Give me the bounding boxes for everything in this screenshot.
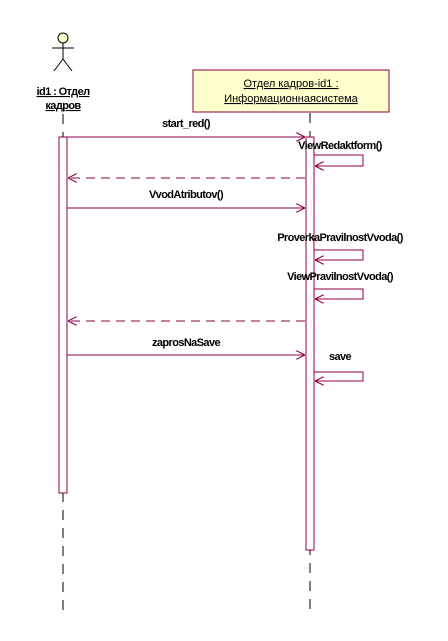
self-message-arrow-view-redaktform[interactable]: [314, 154, 364, 166]
message-label-zapros-na-save: zaprosNaSave: [152, 337, 220, 349]
actor-activation-bar: [58, 136, 68, 494]
message-label-proverka: ProverkaPravilnostVvoda(): [277, 232, 404, 244]
self-message-arrow-proverka[interactable]: [314, 249, 364, 260]
message-label-view-pravilnost: ViewPravilnostVvoda(): [287, 271, 394, 283]
actor-left-leg: [53, 58, 64, 72]
message-label-vvod-atributov: VvodAtributov(): [149, 189, 224, 201]
actor-right-leg: [62, 58, 73, 72]
actor-icon: [52, 32, 74, 72]
object-activation-bar: [305, 136, 315, 551]
message-label-start-red: start_red(): [162, 118, 211, 130]
object-name-line1: Отдел кадров-id1 :: [244, 78, 339, 90]
actor-name-line2: кадров: [45, 100, 81, 112]
object-box[interactable]: [192, 69, 390, 113]
self-message-arrow-save[interactable]: [314, 371, 364, 381]
actor-head: [57, 32, 69, 44]
object-name-line2: Информационнаясистема: [224, 93, 358, 105]
actor-name-line1: id1 : Отдел: [37, 86, 91, 98]
self-message-arrow-view-pravilnost[interactable]: [314, 288, 364, 299]
message-label-view-redaktform: ViewRedaktform(): [298, 140, 383, 152]
message-label-save: save: [329, 351, 352, 363]
